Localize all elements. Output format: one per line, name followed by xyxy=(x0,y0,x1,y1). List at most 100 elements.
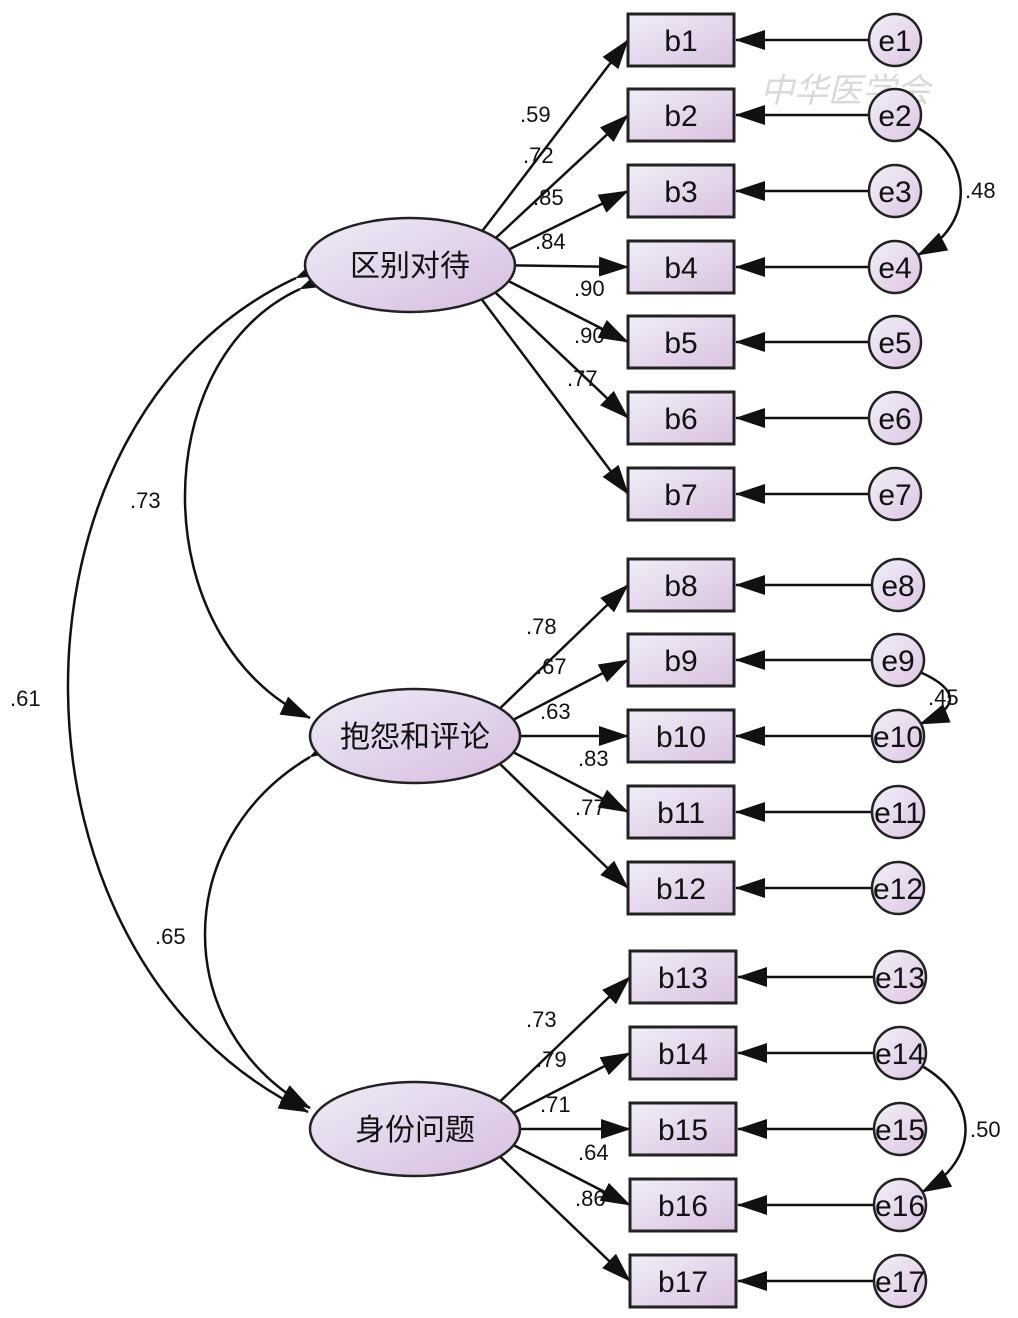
error-term-label: e14 xyxy=(875,1038,925,1071)
factor-loading-path xyxy=(493,114,629,240)
observed-variable-box xyxy=(628,949,738,1005)
factor-loading-label: .79 xyxy=(536,1047,567,1072)
observed-variable-label: b6 xyxy=(664,403,697,436)
observed-variable-label: b11 xyxy=(657,797,705,830)
error-term-circle xyxy=(870,784,926,840)
observed-variable-label: b2 xyxy=(664,100,697,133)
latent-variable-label: 身份问题 xyxy=(355,1113,475,1148)
error-term-label: e12 xyxy=(873,873,923,906)
factor-loading-label: .77 xyxy=(575,795,606,820)
error-term-circle xyxy=(867,239,923,295)
factor-loading-label: .83 xyxy=(578,746,609,771)
factor-loading-path xyxy=(479,297,629,495)
factor-loading-label: .86 xyxy=(575,1186,606,1211)
observed-variable-box xyxy=(626,87,736,143)
error-term-label: e17 xyxy=(875,1266,925,1299)
error-term-label: e8 xyxy=(881,570,914,603)
error-term-circle xyxy=(870,557,926,613)
factor-loading-path xyxy=(498,976,631,1104)
observed-variable-box xyxy=(628,1177,738,1233)
latent-variable-ellipse xyxy=(308,1080,522,1178)
factor-loading-path xyxy=(498,1154,631,1282)
error-term-label: e4 xyxy=(878,252,911,285)
observed-variable-label: b4 xyxy=(664,252,697,285)
error-term-label: e6 xyxy=(878,403,911,436)
observed-variable-label: b12 xyxy=(656,873,706,906)
factor-loading-path xyxy=(511,750,629,814)
observed-variable-box xyxy=(628,1253,738,1309)
error-term-circle xyxy=(870,632,926,688)
factor-loading-label: .72 xyxy=(523,143,554,168)
error-term-circle xyxy=(867,466,923,522)
latent-correlation-arrow xyxy=(203,733,341,1110)
observed-variable-box xyxy=(626,860,736,916)
error-covariance-arrow xyxy=(891,1042,967,1194)
observed-variable-box xyxy=(626,163,736,219)
factor-loading-path xyxy=(493,290,629,419)
latent-correlation-label: .65 xyxy=(155,924,186,949)
factor-loading-label: .73 xyxy=(526,1007,557,1032)
error-term-label: e16 xyxy=(875,1190,925,1223)
error-term-circle xyxy=(872,1025,928,1081)
observed-variable-label: b3 xyxy=(664,176,697,209)
error-covariance-arrow xyxy=(887,105,962,257)
observed-variable-box xyxy=(626,784,736,840)
latent-variable-ellipse xyxy=(303,216,517,314)
factor-loading-path xyxy=(497,761,629,889)
error-term-circle xyxy=(872,1253,928,1309)
observed-variable-box xyxy=(626,708,736,764)
factor-loading-path xyxy=(512,256,629,277)
error-term-circle xyxy=(867,314,923,370)
factor-loading-label: .84 xyxy=(535,229,566,254)
observed-variable-box xyxy=(628,1025,738,1081)
observed-variable-label: b10 xyxy=(656,721,706,754)
factor-loading-path xyxy=(511,1051,631,1115)
latent-variable-ellipse xyxy=(308,687,522,785)
observed-variable-label: b17 xyxy=(658,1266,708,1299)
error-term-circle xyxy=(867,12,923,68)
observed-variable-box xyxy=(626,466,736,522)
observed-variable-box xyxy=(626,632,736,688)
error-term-label: e2 xyxy=(878,100,911,133)
factor-loading-label: .71 xyxy=(540,1092,571,1117)
observed-variable-box xyxy=(626,12,736,68)
observed-variable-label: b14 xyxy=(658,1038,708,1071)
latent-correlation-label: .61 xyxy=(10,686,41,711)
error-covariance-label: .48 xyxy=(965,178,996,203)
error-term-label: e5 xyxy=(878,327,911,360)
error-term-label: e13 xyxy=(875,962,925,995)
factor-loading-label: .67 xyxy=(536,654,567,679)
factor-loading-label: .64 xyxy=(578,1140,609,1165)
factor-loading-label: .90 xyxy=(574,276,605,301)
error-term-label: e11 xyxy=(874,797,922,830)
factor-loading-path xyxy=(498,584,629,711)
factor-loading-label: .85 xyxy=(533,185,564,210)
observed-variable-label: b15 xyxy=(658,1114,708,1147)
observed-variable-box xyxy=(628,1101,738,1157)
observed-variable-label: b5 xyxy=(664,327,697,360)
error-term-circle xyxy=(870,860,926,916)
observed-variable-label: b8 xyxy=(664,570,697,603)
factor-loading-path xyxy=(506,279,629,344)
error-term-circle xyxy=(867,390,923,446)
factor-loading-label: .90 xyxy=(574,323,605,348)
latent-correlation-arrow xyxy=(183,267,331,720)
error-term-label: e9 xyxy=(881,645,914,678)
factor-loading-path xyxy=(506,189,629,252)
error-term-circle xyxy=(870,708,926,764)
error-term-label: e3 xyxy=(878,176,911,209)
observed-variable-label: b16 xyxy=(658,1190,708,1223)
error-term-circle xyxy=(867,87,923,143)
latent-correlation-label: .73 xyxy=(130,488,161,513)
factor-loading-label: .59 xyxy=(520,102,551,127)
latent-variable-label: 区别对待 xyxy=(350,249,470,284)
observed-variable-label: b13 xyxy=(658,962,708,995)
factor-loading-label: .78 xyxy=(526,614,557,639)
observed-variable-label: b9 xyxy=(664,645,697,678)
observed-variable-box xyxy=(626,314,736,370)
observed-variable-box xyxy=(626,557,736,613)
latent-correlation-arrow xyxy=(66,256,327,1114)
error-term-label: e15 xyxy=(875,1114,925,1147)
error-term-circle xyxy=(872,949,928,1005)
error-term-circle xyxy=(872,1101,928,1157)
